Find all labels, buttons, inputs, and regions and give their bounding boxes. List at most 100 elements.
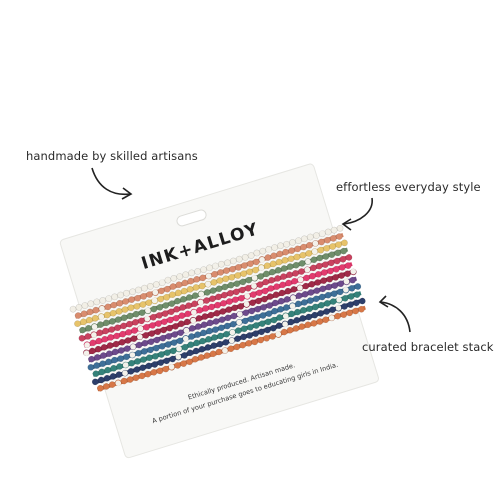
accent-bead bbox=[91, 332, 97, 338]
accent-bead bbox=[290, 295, 296, 301]
bead bbox=[282, 248, 289, 256]
bead bbox=[329, 306, 336, 314]
accent-bead bbox=[137, 325, 144, 332]
bead bbox=[290, 285, 298, 293]
bead bbox=[141, 284, 148, 292]
bead bbox=[97, 321, 104, 328]
accent-bead bbox=[328, 315, 335, 321]
bead bbox=[197, 354, 205, 361]
bead bbox=[291, 277, 298, 285]
bead bbox=[210, 342, 218, 349]
accent-bead bbox=[115, 380, 122, 386]
arrow-icon bbox=[121, 187, 133, 200]
bead bbox=[127, 367, 135, 375]
accent-bead bbox=[152, 289, 159, 296]
bead bbox=[89, 339, 97, 347]
bead bbox=[111, 348, 119, 356]
bead bbox=[93, 298, 101, 306]
bead bbox=[222, 338, 230, 346]
accent-bead bbox=[243, 301, 250, 307]
bead bbox=[344, 262, 352, 269]
bead bbox=[179, 304, 187, 311]
accent-bead bbox=[91, 324, 98, 330]
accent-bead bbox=[151, 297, 158, 304]
bead bbox=[232, 296, 239, 304]
bead bbox=[120, 377, 128, 385]
bead bbox=[211, 334, 218, 341]
bead bbox=[149, 313, 157, 321]
bead bbox=[261, 295, 268, 303]
bead bbox=[261, 287, 269, 295]
accent-bead bbox=[282, 313, 289, 319]
arrow-icon bbox=[378, 295, 389, 308]
accent-bead bbox=[83, 350, 90, 356]
bead bbox=[238, 286, 246, 294]
accent-bead bbox=[251, 275, 258, 281]
accent-bead bbox=[304, 266, 311, 273]
bead bbox=[192, 347, 200, 355]
accent-bead bbox=[222, 347, 228, 354]
bead bbox=[150, 305, 158, 313]
bead bbox=[85, 324, 92, 332]
bead bbox=[248, 307, 256, 315]
bead bbox=[265, 310, 273, 318]
bead bbox=[227, 345, 235, 353]
bead bbox=[295, 292, 303, 300]
bead bbox=[270, 324, 277, 332]
bead bbox=[252, 330, 259, 338]
accent-bead bbox=[343, 286, 349, 293]
accent-bead bbox=[190, 317, 196, 324]
bead bbox=[145, 299, 153, 307]
bead bbox=[201, 313, 209, 320]
bead bbox=[257, 336, 265, 344]
bead bbox=[320, 269, 328, 276]
accent-bead bbox=[98, 314, 105, 320]
bead bbox=[181, 352, 188, 359]
bead bbox=[80, 318, 87, 326]
bead bbox=[163, 357, 170, 365]
bead-strand bbox=[83, 262, 353, 348]
accent-bead bbox=[229, 329, 236, 336]
bead bbox=[105, 350, 113, 358]
bead bbox=[158, 342, 166, 350]
accent-bead bbox=[183, 327, 190, 334]
bead bbox=[123, 353, 130, 361]
accent-bead bbox=[251, 283, 257, 289]
bead bbox=[87, 300, 95, 308]
bead bbox=[163, 349, 171, 357]
bead bbox=[183, 318, 191, 326]
bead bbox=[176, 337, 184, 345]
bead-strand bbox=[74, 233, 344, 319]
accent-bead bbox=[84, 342, 90, 348]
accent-bead bbox=[130, 344, 136, 350]
accent-bead bbox=[335, 305, 342, 311]
bead bbox=[222, 275, 230, 283]
accent-bead bbox=[105, 295, 112, 302]
bead bbox=[100, 343, 108, 351]
bead bbox=[230, 257, 237, 265]
bead bbox=[277, 242, 284, 250]
bead-strand bbox=[92, 291, 362, 378]
accent-bead bbox=[305, 258, 311, 265]
bead bbox=[223, 267, 230, 274]
accent-bead bbox=[99, 305, 105, 312]
bead bbox=[188, 333, 195, 340]
accent-bead bbox=[311, 248, 318, 255]
bead bbox=[145, 362, 153, 370]
accent-bead bbox=[212, 263, 219, 269]
bead bbox=[115, 371, 123, 378]
arrow-icon bbox=[380, 301, 411, 333]
bead bbox=[128, 359, 135, 367]
accent-bead bbox=[183, 335, 189, 342]
accent-bead bbox=[258, 265, 265, 271]
bead bbox=[345, 254, 353, 261]
accent-bead bbox=[168, 364, 175, 370]
bead bbox=[335, 233, 343, 240]
bead bbox=[116, 299, 124, 307]
accent-bead bbox=[275, 331, 282, 338]
bracelet-stack bbox=[69, 224, 366, 392]
bead-strand bbox=[96, 305, 366, 392]
bead bbox=[214, 301, 221, 309]
bead bbox=[336, 224, 344, 232]
bead bbox=[163, 285, 171, 293]
